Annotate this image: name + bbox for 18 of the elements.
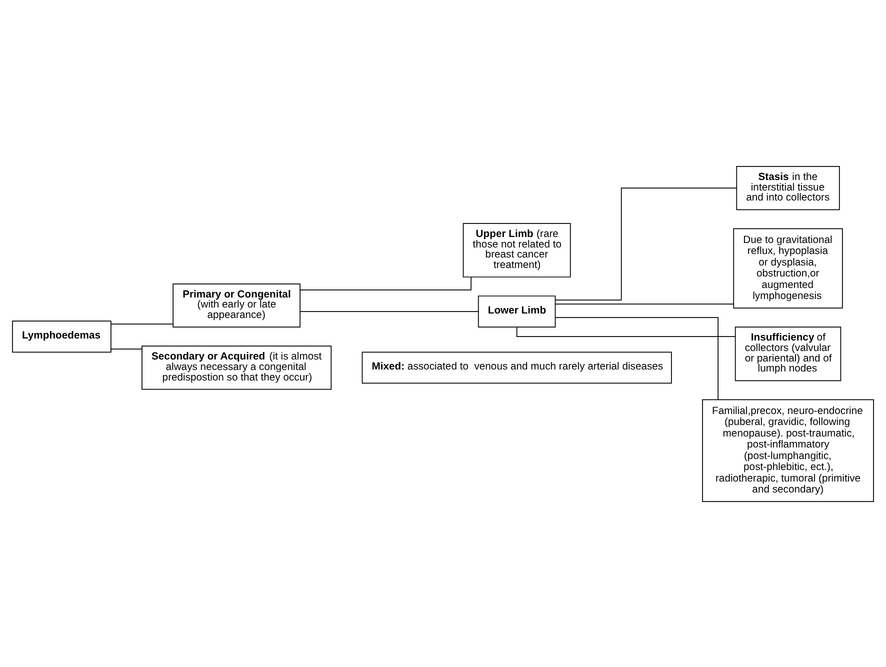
node-box: Due to gravitational reflux, hypoplasia or dysplasia, obstruction,or augmented lymphogenesis <box>733 228 843 308</box>
node-box: Secondary or Acquired (it is almost always necessary a congenital predispostion so that they occur) <box>142 345 332 390</box>
node-box: Primary or Congenital (with early or late appearance) <box>172 282 300 328</box>
node-box: Upper Limb (rare those not related to breast cancer treatment) <box>462 222 571 277</box>
node-box: Lower Limb <box>478 295 556 328</box>
connector <box>554 316 718 400</box>
connector <box>516 326 736 337</box>
node-box: Familial,precox, neuro-endocrine (puberal, gravidic, following menopause). post-traumatic, post-inflammatory (post-lumphangitic, post-phlebitic, ect.), radiotherapic, tumoral (primitive and secondary) <box>702 398 874 502</box>
node-box: Mixed: associated to venous and much rarely arterial diseases <box>362 351 672 384</box>
connector <box>554 303 734 304</box>
connector <box>555 187 737 300</box>
node-box: Insufficiency of collectors (valvular or pariental) and of lumph nodes <box>734 326 842 381</box>
connector <box>300 310 479 312</box>
connector <box>110 323 174 324</box>
connector <box>110 348 142 350</box>
node-box: Lymphoedemas <box>12 320 112 352</box>
connector <box>300 276 472 290</box>
node-box: Stasis in the interstitial tissue and into collectors <box>736 166 840 210</box>
